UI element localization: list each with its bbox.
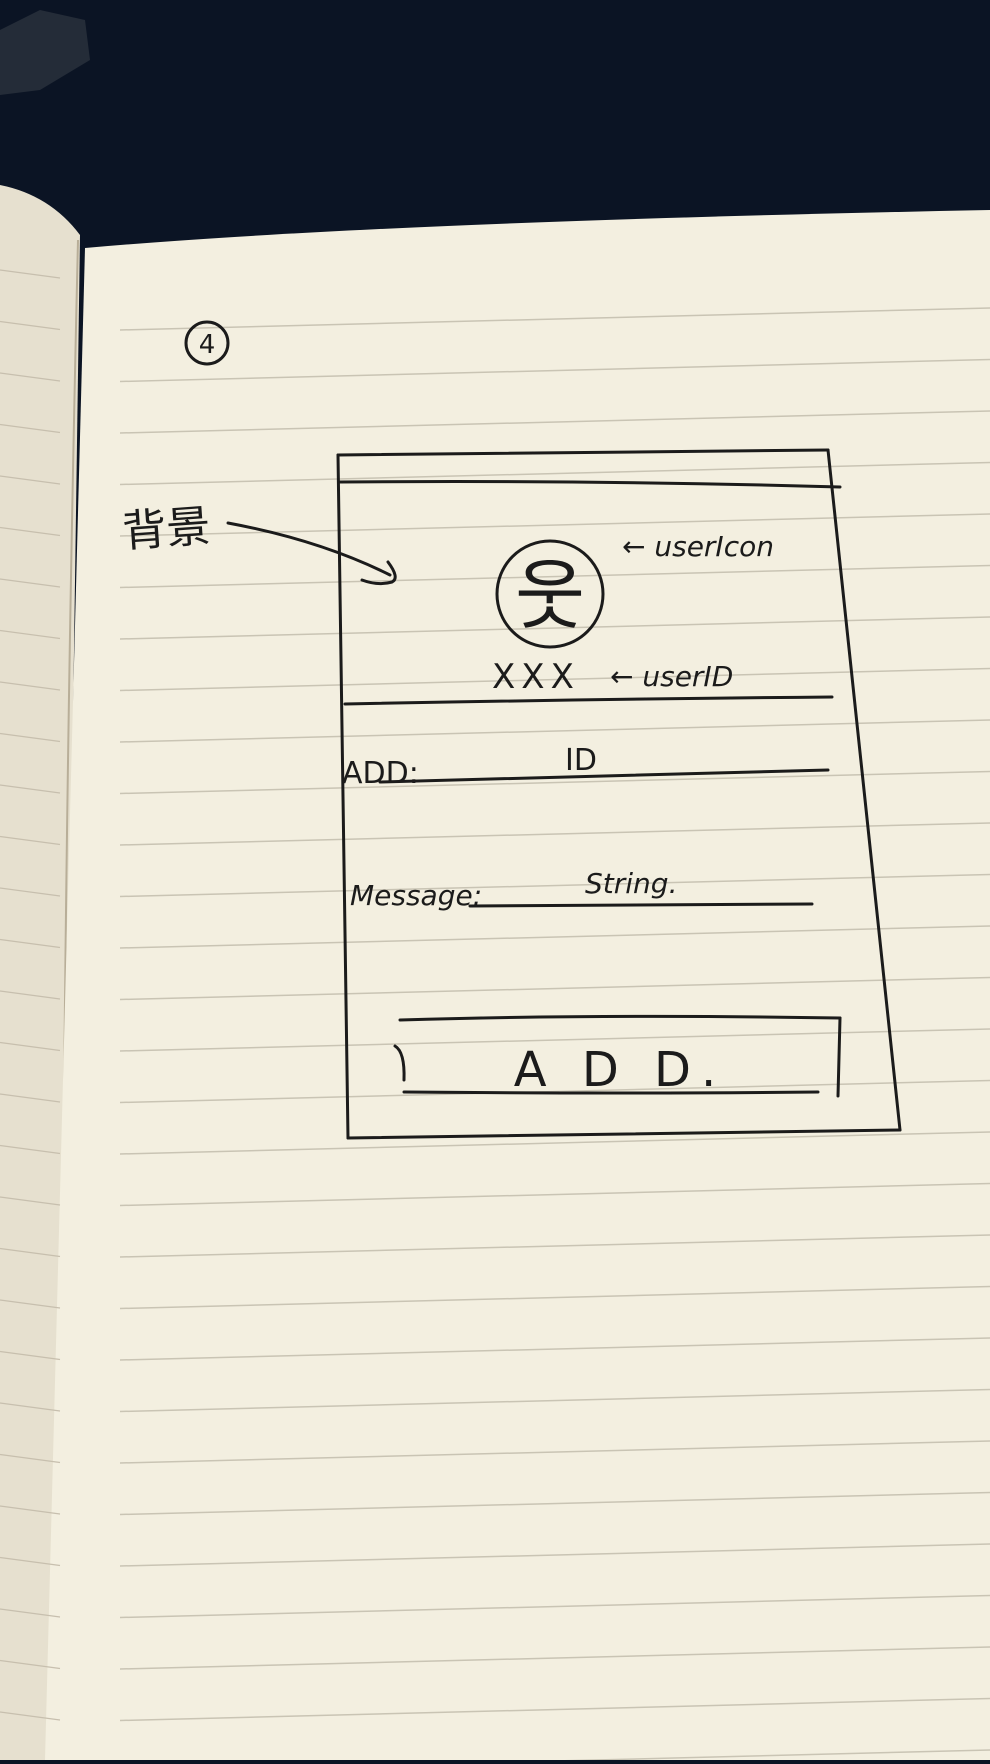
profile-divider — [343, 695, 834, 706]
button-top-edge — [398, 1014, 842, 1022]
left-ruled-line — [0, 320, 61, 331]
left-ruled-line — [0, 990, 61, 1000]
left-ruled-line — [0, 1247, 61, 1258]
page-number-circle — [184, 320, 230, 366]
ruled-line — [119, 1440, 990, 1464]
message-field-label: Message: — [350, 879, 482, 912]
dark-object — [0, 10, 90, 95]
left-ruled-line — [0, 1402, 61, 1412]
ruled-line — [119, 1028, 990, 1052]
ruled-lines — [119, 307, 990, 1764]
user-icon-annotation: ← userIcon — [622, 530, 774, 563]
avatar-circle — [495, 539, 605, 649]
button-bottom-edge — [402, 1090, 820, 1095]
left-ruled-line — [0, 835, 61, 846]
avatar-glyph: 웃 — [515, 551, 585, 640]
ruled-line — [119, 1182, 990, 1207]
ruled-line — [119, 925, 990, 949]
arrow-head — [360, 560, 397, 586]
ruled-line — [119, 410, 990, 434]
left-ruled-line — [0, 269, 61, 279]
left-ruled-line — [0, 1711, 61, 1721]
left-ruled-line — [0, 1093, 61, 1103]
ruled-line — [119, 616, 990, 640]
left-ruled-line — [0, 1505, 61, 1515]
ruled-line — [119, 1594, 990, 1619]
ruled-line — [119, 1337, 990, 1361]
annotation-arrow — [226, 521, 392, 577]
left-ruled-line — [0, 732, 61, 743]
add-field-value[interactable]: ID — [565, 743, 597, 778]
left-ruled-line — [0, 1453, 61, 1464]
ruled-line — [119, 1131, 990, 1155]
ruled-line — [119, 1543, 990, 1567]
ruled-line — [119, 719, 990, 743]
add-field-label: ADD: — [342, 756, 419, 791]
message-field-underline — [468, 902, 814, 908]
left-ruled-line — [0, 1350, 61, 1361]
add-button[interactable]: A D D. — [393, 1014, 842, 1098]
add-button-label: A D D. — [514, 1042, 727, 1098]
left-ruled-line — [0, 629, 61, 640]
main-page — [45, 210, 990, 1760]
left-ruled-line — [0, 1556, 61, 1567]
phone-frame — [336, 448, 902, 1140]
ruled-line — [119, 1285, 990, 1310]
ruled-line — [119, 513, 990, 537]
ruled-line — [119, 461, 990, 486]
ruled-line — [119, 1697, 990, 1722]
background-annotation: 背景 — [121, 501, 212, 558]
left-ruled-line — [0, 372, 61, 382]
button-right-edge — [836, 1016, 842, 1098]
left-ruled-line — [0, 1299, 61, 1309]
ruled-line — [119, 822, 990, 846]
left-ruled-line — [0, 1041, 61, 1052]
ruled-line — [119, 873, 990, 898]
left-ruled-line — [0, 578, 61, 588]
left-ruled-line — [0, 938, 61, 949]
left-ruled-line — [0, 423, 61, 434]
left-ruled-line — [0, 1196, 61, 1206]
add-field-underline — [378, 768, 830, 784]
ruled-line — [119, 307, 990, 331]
ruled-line — [119, 667, 990, 692]
user-id-annotation: ← userID — [610, 660, 733, 693]
ruled-line — [119, 1646, 990, 1670]
page-number: 4 — [199, 330, 216, 360]
ruled-line — [119, 976, 990, 1001]
left-ruled-line — [0, 887, 61, 897]
ruled-line — [119, 1388, 990, 1413]
ruled-line — [119, 564, 990, 589]
message-field-value[interactable]: String. — [585, 867, 677, 900]
button-left-edge — [393, 1044, 406, 1082]
left-ruled-line — [0, 681, 61, 691]
ruled-line — [119, 1234, 990, 1258]
left-ruled-line — [0, 784, 61, 794]
left-ruled-lines — [0, 269, 61, 1764]
ruled-line — [119, 1491, 990, 1516]
left-ruled-line — [0, 1659, 61, 1670]
user-icon[interactable]: 웃 — [495, 539, 605, 649]
ruled-line — [119, 358, 990, 383]
user-id-value: XXX — [492, 657, 580, 697]
header-bar-line — [338, 480, 842, 489]
left-ruled-line — [0, 475, 61, 485]
left-ruled-line — [0, 526, 61, 537]
left-ruled-line — [0, 1608, 61, 1618]
left-ruled-line — [0, 1144, 61, 1155]
